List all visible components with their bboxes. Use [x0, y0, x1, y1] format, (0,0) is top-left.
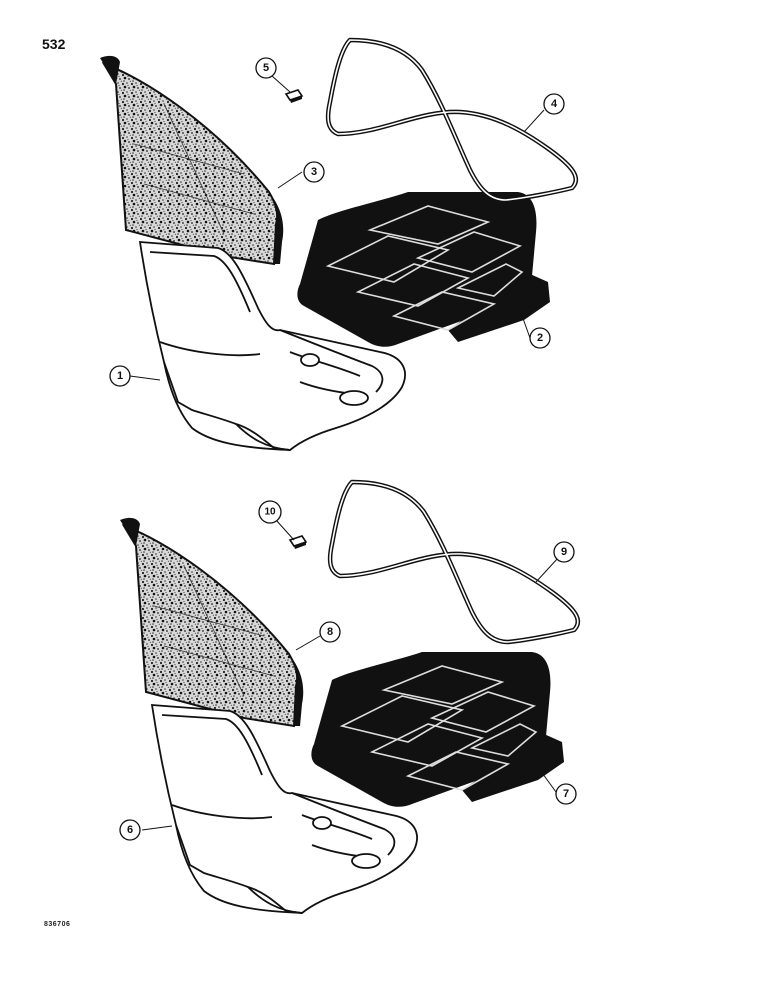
- svg-text:5: 5: [263, 62, 269, 74]
- svg-text:10: 10: [264, 507, 276, 518]
- clip-upper: [285, 89, 303, 104]
- svg-text:9: 9: [561, 546, 567, 558]
- callout-10: 10: [258, 500, 282, 524]
- callout-8: 8: [319, 621, 341, 643]
- trim-loop-lower: [330, 482, 578, 642]
- svg-text:7: 7: [563, 788, 569, 800]
- figure-code: 836706: [44, 921, 71, 928]
- callout-2: 2: [529, 327, 551, 349]
- upper-assembly: [99, 40, 576, 451]
- seat-cushion-lower: [310, 651, 565, 808]
- callout-7: 7: [555, 783, 577, 805]
- callout-3: 3: [303, 161, 325, 183]
- callout-1: 1: [109, 365, 131, 387]
- callout-9: 9: [553, 541, 575, 563]
- svg-text:3: 3: [311, 166, 317, 178]
- page-number: 532: [42, 36, 66, 52]
- seat-back-cover-upper: [99, 54, 285, 266]
- svg-text:4: 4: [551, 98, 558, 110]
- lower-assembly: [119, 482, 578, 914]
- seat-cushion-upper: [296, 191, 551, 348]
- svg-text:8: 8: [327, 626, 333, 638]
- leader-lines: [129, 75, 559, 831]
- svg-text:1: 1: [117, 370, 123, 382]
- trim-loop-upper: [328, 40, 576, 200]
- callout-6: 6: [119, 819, 141, 841]
- svg-text:2: 2: [537, 332, 543, 344]
- callout-5: 5: [255, 57, 277, 79]
- svg-text:6: 6: [127, 824, 133, 836]
- callout-4: 4: [543, 93, 565, 115]
- seat-back-cover-lower: [119, 516, 305, 727]
